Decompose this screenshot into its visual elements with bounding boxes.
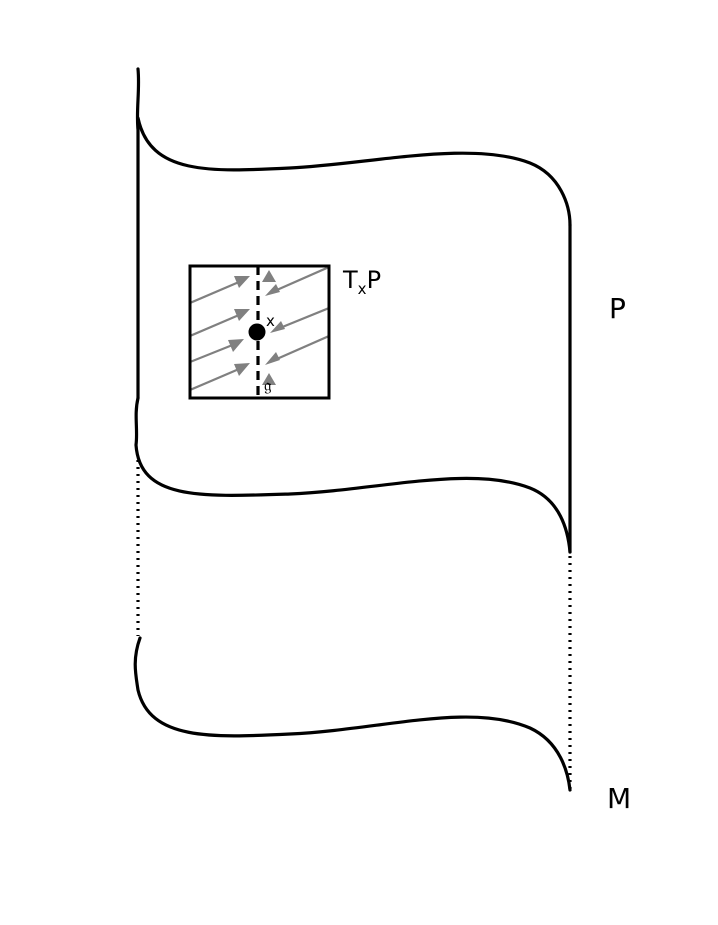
- horizontal-flow-line: [269, 266, 329, 295]
- point-label: x: [266, 312, 275, 330]
- tangent-space: [188, 264, 331, 400]
- arrow-head: [270, 321, 285, 333]
- bundle-label: P: [609, 292, 626, 325]
- horizontal-flow-line: [269, 334, 329, 364]
- arrow-head: [234, 276, 250, 288]
- tangent-label-sub: x: [358, 280, 367, 298]
- tangent-label-main: T: [342, 266, 358, 294]
- vertical-arrow-head: [262, 373, 276, 385]
- arrow-head: [265, 352, 280, 365]
- vertical-arrow-head: [262, 270, 276, 282]
- lie-algebra-label: 𝔤: [264, 376, 272, 396]
- horizontal-flow-line: [190, 277, 247, 305]
- arrow-head: [228, 339, 244, 352]
- base-label: M: [607, 782, 631, 815]
- base-manifold-curve: [133, 636, 572, 792]
- bundle-top-curve: [136, 116, 572, 227]
- arrow-head: [265, 284, 280, 296]
- tangent-space-label: TxP: [342, 266, 381, 298]
- horizontal-flow-line: [274, 306, 329, 332]
- horizontal-flow-line: [190, 310, 247, 338]
- bundle-bottom-curve: [134, 396, 572, 554]
- arrow-head: [234, 309, 250, 321]
- arrow-head: [234, 363, 250, 376]
- bundle-left-edge: [135, 67, 141, 400]
- tangent-label-tail: P: [367, 266, 381, 294]
- tangent-space-box: [188, 264, 331, 400]
- base-point-dot: [248, 323, 266, 341]
